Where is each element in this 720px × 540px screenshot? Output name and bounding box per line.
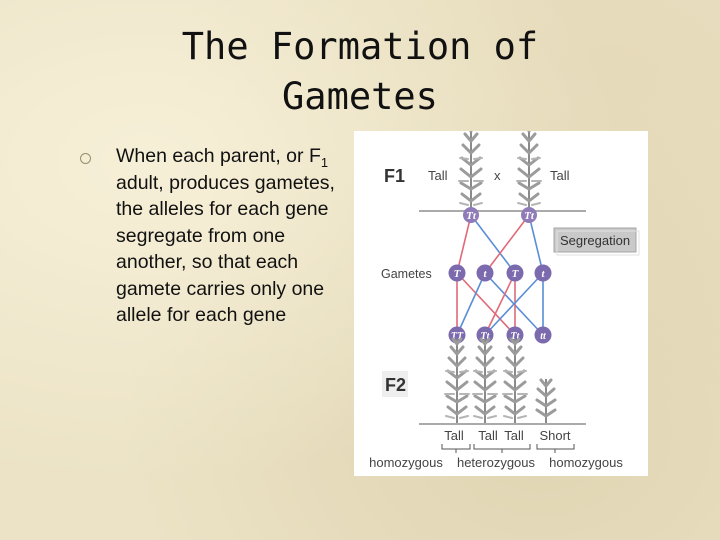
offspring-plant-2 — [471, 337, 499, 426]
offspring-plant-3 — [501, 337, 529, 426]
slide-title: The Formation of Gametes — [120, 22, 600, 122]
segregation-figure: F1 Tall x Tall Tt Tt Segregation Gametes — [354, 131, 648, 476]
bullet-list: When each parent, or F1 adult, produces … — [80, 143, 350, 329]
gamete-1: T — [454, 268, 462, 280]
bracket-heterozygous — [473, 444, 531, 453]
gamete-circle-1 — [448, 264, 466, 282]
red-line-p2-T — [484, 214, 530, 274]
segregation-label: Segregation — [560, 233, 630, 248]
blue-line-g2-o1 — [456, 272, 486, 336]
parent-genotype-circle-left — [463, 207, 479, 223]
offspring-circle-4 — [534, 326, 552, 344]
offspring-genotype-4: tt — [540, 331, 547, 342]
title-line-2: Gametes — [282, 75, 438, 118]
blue-line-p1-t — [470, 214, 516, 274]
offspring-plant-4 — [535, 377, 557, 426]
zygosity-label-2: heterozygous — [457, 455, 536, 470]
red-line-p1-T — [456, 214, 472, 274]
offspring-phenotype-2: Tall — [478, 428, 498, 443]
red-line-g3-o2 — [484, 272, 516, 336]
f2-label: F2 — [385, 375, 406, 395]
f2-label-bg — [382, 371, 408, 397]
offspring-phenotype-4: Short — [539, 428, 570, 443]
offspring-phenotype-3: Tall — [504, 428, 524, 443]
segregation-diagram: F1 Tall x Tall Tt Tt Segregation Gametes — [369, 131, 640, 470]
red-line-g1-o3 — [456, 272, 516, 336]
zygosity-label-3: homozygous — [549, 455, 623, 470]
gamete-circle-2 — [476, 264, 494, 282]
bracket-homozygous-left — [441, 444, 471, 453]
zygosity-label-1: homozygous — [369, 455, 443, 470]
parent-left-phenotype: Tall — [428, 168, 448, 183]
segregation-box — [553, 227, 637, 253]
parent-genotype-left: Tt — [466, 210, 477, 222]
gamete-4: t — [541, 268, 545, 280]
offspring-genotype-2: Tt — [481, 331, 491, 342]
title-line-1: The Formation of — [181, 25, 539, 68]
parent-plant-right — [515, 131, 543, 213]
offspring-phenotype-1: Tall — [444, 428, 464, 443]
bullet-text-pre: When each parent, or F — [116, 145, 321, 167]
parent-plant-left — [457, 131, 485, 213]
offspring-genotype-1: TT — [451, 331, 464, 342]
gametes-label: Gametes — [381, 267, 432, 281]
bracket-homozygous-right — [536, 444, 575, 453]
offspring-genotype-3: Tt — [511, 331, 521, 342]
parent-genotype-circle-right — [521, 207, 537, 223]
cross-symbol: x — [494, 168, 501, 183]
gamete-3: T — [512, 268, 520, 280]
gamete-circle-4 — [534, 264, 552, 282]
gamete-circle-3 — [506, 264, 524, 282]
blue-line-g4-o2 — [484, 272, 544, 336]
bullet-text-post: adult, produces gametes, the alleles for… — [116, 171, 335, 327]
bullet-circle-icon — [80, 153, 91, 164]
gamete-2: t — [483, 268, 487, 280]
f1-label: F1 — [384, 166, 405, 186]
offspring-plant-1 — [443, 337, 471, 426]
bullet-item: When each parent, or F1 adult, produces … — [116, 143, 350, 329]
bullet-subscript: 1 — [320, 154, 329, 170]
parent-right-phenotype: Tall — [550, 168, 570, 183]
blue-line-p2-t — [528, 214, 544, 274]
parent-genotype-right: Tt — [524, 210, 535, 222]
